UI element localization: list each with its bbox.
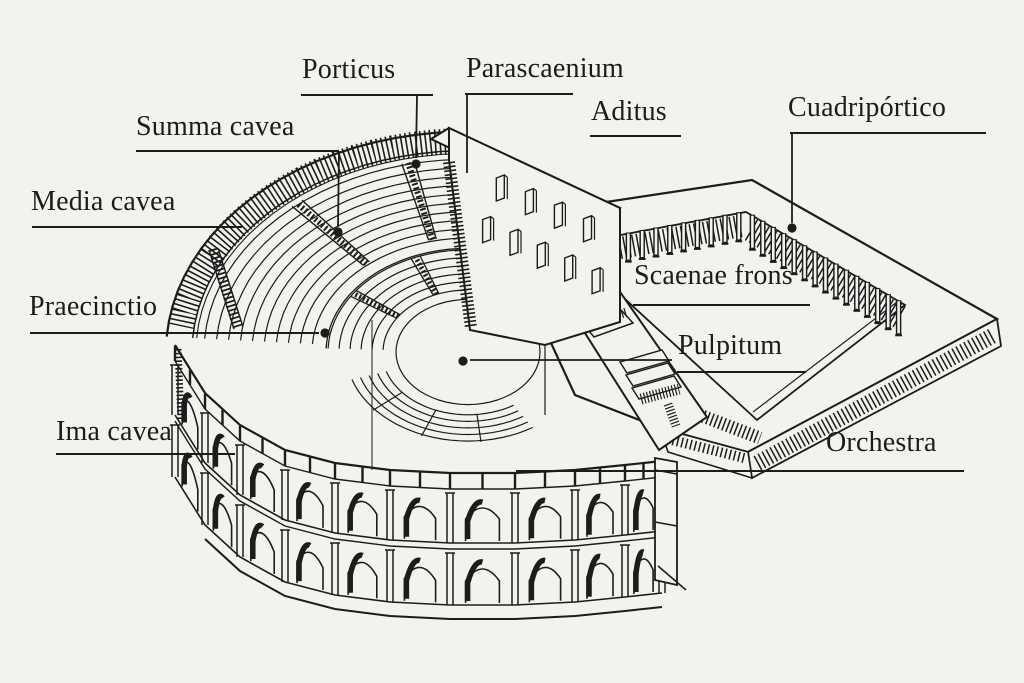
- label-orchestra: Orchestra: [826, 427, 937, 458]
- label-aditus: Aditus: [591, 96, 667, 127]
- label-cuadriportico: Cuadripórtico: [788, 92, 947, 123]
- label-summa-cavea: Summa cavea: [136, 111, 295, 142]
- label-parascaenium: Parascaenium: [466, 53, 624, 84]
- label-scaenae-frons: Scaenae frons: [634, 260, 793, 291]
- label-porticus: Porticus: [302, 54, 396, 85]
- label-praecinctio: Praecinctio: [29, 291, 158, 322]
- label-pulpitum: Pulpitum: [678, 330, 783, 361]
- label-ima-cavea: Ima cavea: [56, 416, 173, 447]
- label-media-cavea: Media cavea: [31, 186, 176, 217]
